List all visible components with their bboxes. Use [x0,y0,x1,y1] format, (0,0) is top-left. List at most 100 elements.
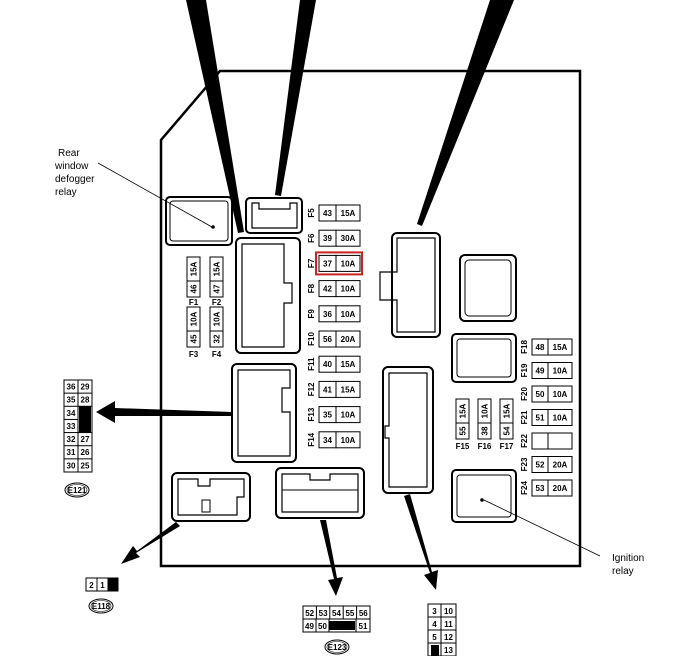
fuse-f6[interactable]: F6 39 30A [307,229,361,247]
fuse-f22[interactable]: F22 [520,432,573,450]
e121-pin: 36 [67,383,76,392]
fuse-label: F2 [212,298,222,307]
e118-id: E118 [92,602,111,611]
fuse-slot: 56 [323,335,332,344]
bottom-pin: 13 [444,646,453,655]
fuse-slot: 49 [536,367,545,376]
fuse-label: F13 [307,407,316,421]
e121-key [79,406,91,433]
bottom-pin: 4 [432,620,437,629]
mid-left-connector [231,363,297,463]
e123-pin: 50 [318,622,327,631]
fuse-slot: 37 [323,259,332,268]
fuse-label: F19 [520,363,529,377]
e123-pin: 52 [305,609,314,618]
e123-key [329,621,355,630]
fuse-label: F5 [307,208,316,218]
fuse-amp: 15A [503,403,512,418]
fuse-label: F4 [212,350,222,359]
fuse-amp: 10A [553,390,568,399]
fuse-amp: 10A [190,311,199,326]
fuse-slot: 34 [323,436,332,445]
e121-pin: 26 [81,448,90,457]
fuse-slot: 35 [323,411,332,420]
fuse-amp: 15A [341,360,356,369]
fuse-label: F6 [307,233,316,243]
fuse-amp: 15A [459,403,468,418]
fuse-slot: 55 [459,426,468,435]
fuse-amp: 30A [341,234,356,243]
e123-pin: 56 [359,609,368,618]
e121-id: E121 [68,486,87,495]
fuse-label: F14 [307,432,316,446]
rear-window-defogger-relay [165,196,233,246]
fuse-amp: 15A [213,261,222,276]
fuse-slot: 39 [323,234,332,243]
fuse-amp: 10A [481,403,490,418]
fuse-slot: 50 [536,390,545,399]
fuse-label: F8 [307,283,316,293]
fuse-label: F3 [189,350,199,359]
bottom-pin: 12 [444,633,453,642]
fuse-label: F7 [307,258,316,268]
arrow-to-bottom-connector [404,494,438,590]
fuse-amp: 15A [341,385,356,394]
fuse-box-housing [159,69,582,568]
e121-pin: 28 [81,396,90,405]
fuse-slot: 54 [503,426,512,435]
fuse-slot: 51 [536,414,545,423]
e121-pin: 33 [67,422,76,431]
connector-e118: 2 1 E118 [85,577,119,614]
e118-pin-2: 2 [89,581,94,590]
bottom-pin: 10 [444,607,453,616]
e123-pin: 49 [305,622,314,631]
fuse-f13[interactable]: F13 35 10A [307,406,361,424]
fuse-amp: 10A [553,414,568,423]
bottom-center-connector [275,467,365,519]
fuse-label: F16 [478,442,492,451]
e121-pin: 27 [81,435,90,444]
fuse-amp: 10A [341,285,356,294]
fuse-label: F24 [520,481,529,495]
middle-right-relay [451,333,517,383]
ignition-relay-leader [483,499,601,557]
fuse-slot: 32 [213,334,222,343]
fuse-slot: 40 [323,360,332,369]
bottom-pin: 11 [444,620,453,629]
rear-relay-leader [97,162,213,228]
e121-pin: 31 [67,448,76,457]
upper-right-relay [459,254,517,322]
rear-relay-label-2: window [54,161,89,172]
e123-pin: 53 [319,609,328,618]
fuse-label: F9 [307,309,316,319]
fuse-amp: 10A [341,411,356,420]
fuse-slot: 36 [323,310,332,319]
